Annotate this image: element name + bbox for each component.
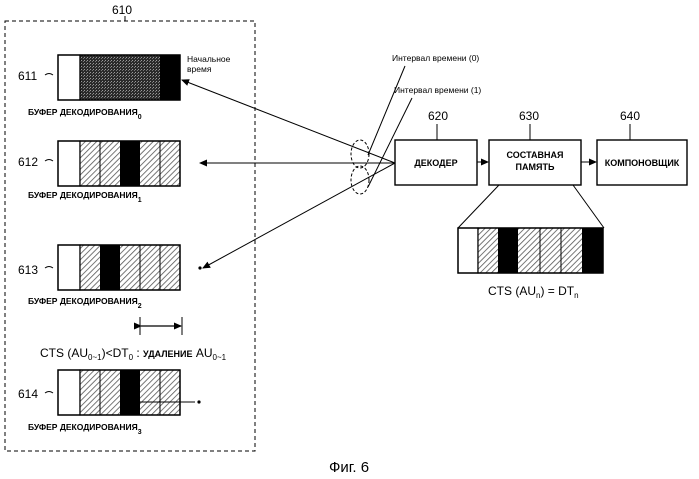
cts-formula: CTS (AUn) = DTn	[488, 284, 579, 300]
compositor-ref-640: 640	[620, 109, 640, 123]
buffer-ref-611: 611	[18, 69, 37, 83]
memory-label-line1: СОСТАВНАЯ	[507, 150, 564, 160]
buffer-ref-614: 614	[18, 387, 38, 401]
decoding-buffer-0: 611 БУФЕР ДЕКОДИРОВАНИЯ0	[18, 55, 180, 121]
buffer-label-3: БУФЕР ДЕКОДИРОВАНИЯ3	[28, 422, 142, 436]
time-interval-0-label: Интервал времени (0)	[392, 53, 479, 63]
composition-memory-detail	[458, 228, 603, 273]
decoder-ref-620: 620	[428, 109, 448, 123]
compositor-label: КОМПОНОВЩИК	[605, 158, 680, 168]
decoding-buffer-3: 614 БУФЕР ДЕКОДИРОВАНИЯ3	[18, 370, 201, 436]
interval-1-marker	[351, 166, 369, 194]
buffer-label-1: БУФЕР ДЕКОДИРОВАНИЯ1	[28, 190, 142, 204]
buffer-label-2: БУФЕР ДЕКОДИРОВАНИЯ2	[28, 296, 142, 310]
decoding-buffer-2: 613 БУФЕР ДЕКОДИРОВАНИЯ2	[18, 245, 202, 310]
start-time-label-line2: время	[187, 64, 212, 74]
buffer-label-0: БУФЕР ДЕКОДИРОВАНИЯ0	[28, 107, 142, 121]
expansion-line-left	[458, 185, 499, 228]
arrow-to-buffer-0	[182, 80, 395, 163]
buffer-ref-612: 612	[18, 155, 38, 169]
memory-label-line2: ПАМЯТЬ	[516, 162, 555, 172]
interval-0-marker	[351, 140, 369, 168]
decoder-block: 620 ДЕКОДЕР	[395, 109, 477, 185]
figure-caption: Фиг. 6	[329, 459, 369, 476]
removal-formula: CTS (AU0~1)<DT0 : УДАЛЕНИЕ AU0~1	[40, 346, 227, 362]
compositor-block: 640 КОМПОНОВЩИК	[597, 109, 687, 185]
removal-span-bracket	[140, 317, 182, 335]
memory-ref-630: 630	[519, 109, 539, 123]
decoding-buffer-1: 612 БУФЕР ДЕКОДИРОВАНИЯ1	[18, 141, 180, 204]
start-time-label-line1: Начальное	[187, 54, 231, 64]
expansion-line-right	[573, 185, 604, 228]
group-ref-610: 610	[112, 3, 132, 17]
composition-memory-block: 630 СОСТАВНАЯ ПАМЯТЬ	[489, 109, 581, 185]
time-interval-1-label: Интервал времени (1)	[394, 85, 481, 95]
decoder-label: ДЕКОДЕР	[414, 158, 457, 168]
arrow-to-buffer-2	[203, 163, 395, 268]
buffer-ref-613: 613	[18, 263, 38, 277]
